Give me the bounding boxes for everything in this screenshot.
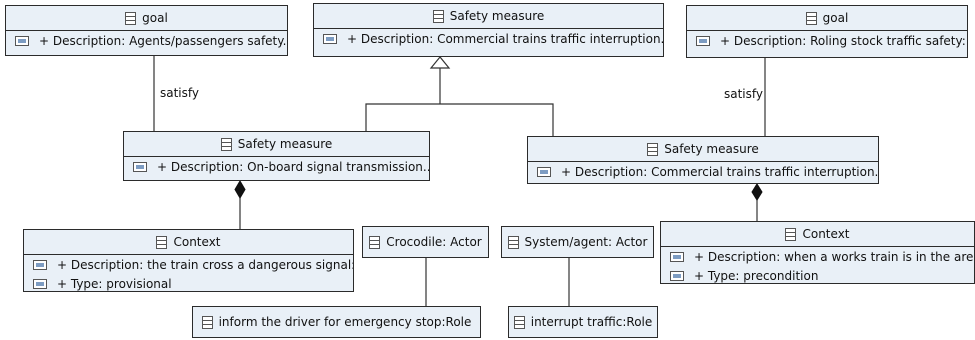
property-icon [33,259,47,270]
class-icon [507,235,519,249]
generalization-connector[interactable] [365,103,554,136]
role-box-interrupt-traffic[interactable]: interrupt traffic:Role [508,306,658,338]
class-icon [220,137,232,151]
box-title: goal [142,11,168,25]
class-icon [201,315,213,329]
goal-box-left[interactable]: goal + Description: Agents/passengers sa… [5,5,288,56]
safety-measure-box-right[interactable]: Safety measure + Description: Commercial… [527,136,879,184]
box-title: interrupt traffic:Role [530,315,653,329]
composition-diamond-right [751,183,763,201]
property-icon [133,161,147,172]
box-title: Crocodile: Actor [386,235,482,249]
property-icon [537,166,551,177]
class-icon [369,235,381,249]
property-icon [15,35,29,46]
box-property: + Description: the train cross a dangero… [57,257,353,272]
box-title: Safety measure [664,142,759,156]
box-title: System/agent: Actor [524,235,648,249]
property-icon [323,33,337,44]
composition-diamond-left [234,180,246,199]
box-property: + Description: when a works train is in … [694,249,974,264]
box-property: + Type: provisional [57,276,172,291]
role-box-inform-driver[interactable]: inform the driver for emergency stop:Rol… [192,306,481,338]
class-icon [432,9,444,23]
class-icon [785,227,797,241]
property-icon [670,270,684,281]
box-title: Safety measure [449,9,545,23]
safety-measure-box-top[interactable]: Safety measure + Description: Commercial… [313,3,664,57]
class-icon [805,11,817,25]
box-property: + Description: On-board signal transmiss… [157,159,429,174]
box-title: goal [822,11,849,25]
satisfy-label-left: satisfy [160,86,200,100]
context-box-right[interactable]: Context + Description: when a works trai… [660,221,975,284]
box-property: + Description: Commercial trains traffic… [561,164,878,179]
box-title: Safety measure [237,137,333,151]
box-title: Context [802,227,850,241]
box-property: + Description: Commercial trains traffic… [347,31,663,46]
satisfy-label-right: satisfy [724,87,764,101]
context-box-left[interactable]: Context + Description: the train cross a… [23,229,354,292]
property-icon [670,251,684,262]
class-icon [513,315,525,329]
box-property: + Description: Roling stock traffic safe… [720,33,967,48]
class-icon [647,142,659,156]
box-property: + Type: precondition [694,268,819,283]
property-icon [33,278,47,289]
class-icon [125,11,137,25]
box-title: inform the driver for emergency stop:Rol… [218,315,472,329]
safety-measure-box-left[interactable]: Safety measure + Description: On-board s… [123,131,430,181]
box-title: Context [173,235,221,249]
generalization-arrow [429,56,451,69]
box-property: + Description: Agents/passengers safety.… [39,33,287,48]
class-icon [156,235,168,249]
property-icon [696,35,710,46]
crocodile-actor-box[interactable]: Crocodile: Actor [362,226,489,258]
goal-box-right[interactable]: goal + Description: Roling stock traffic… [686,5,968,58]
system-agent-actor-box[interactable]: System/agent: Actor [501,226,654,258]
